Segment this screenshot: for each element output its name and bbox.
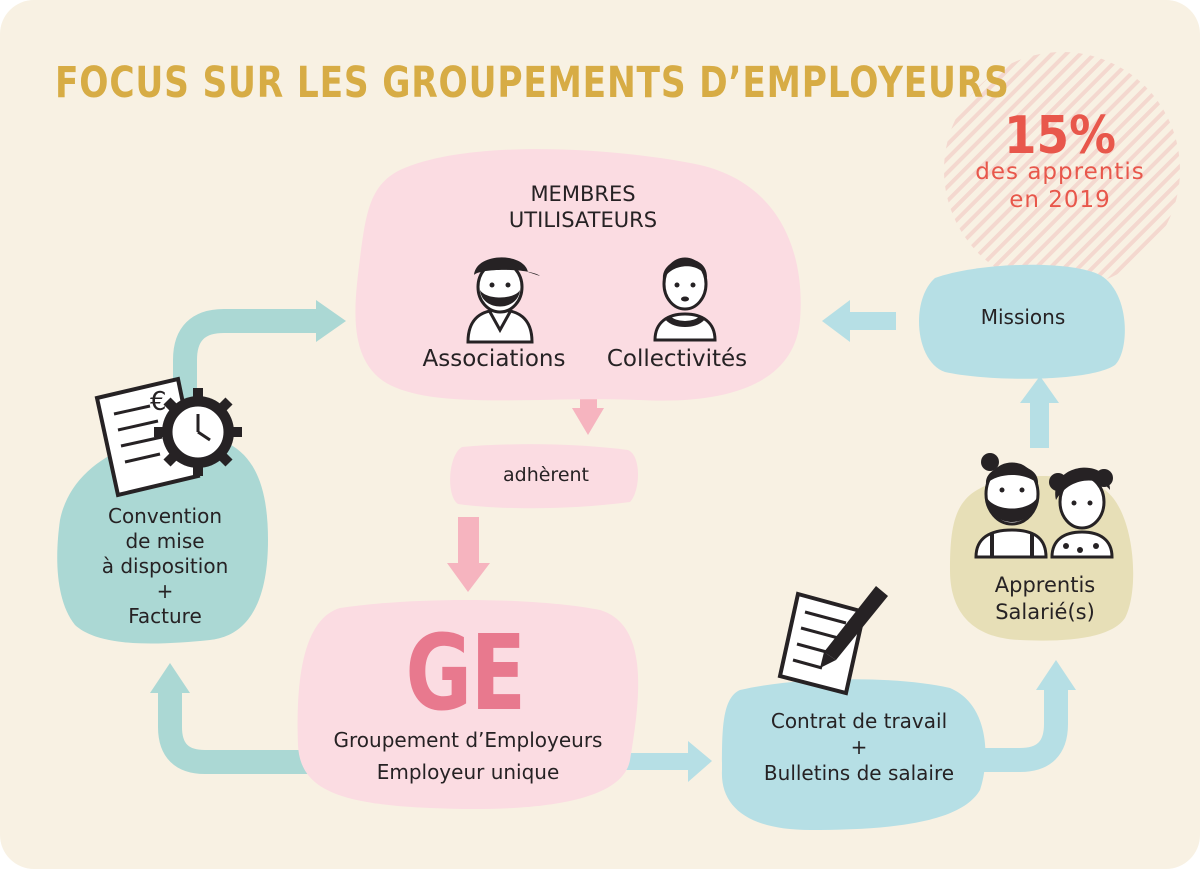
- contract-pen-icon: [777, 586, 888, 696]
- arrowhead-up-missions: [1020, 376, 1059, 403]
- arrowhead-down-adherent: [572, 408, 604, 435]
- document-clock-icon: €: [94, 376, 242, 498]
- arrow-missions-to-members: [848, 312, 896, 330]
- stat-text-line1: des apprentis: [975, 159, 1145, 185]
- associations-label: Associations: [422, 346, 566, 372]
- page-title: FOCUS SUR LES GROUPEMENTS D’EMPLOYEURS: [55, 58, 1010, 108]
- apprentis-line1: Apprentis: [994, 573, 1096, 597]
- arrowhead-up-convention: [150, 663, 190, 693]
- woman-short-hair-avatar-icon: [653, 257, 717, 342]
- members-heading-line2: UTILISATEURS: [508, 208, 658, 232]
- arrow-ge-to-contrat: [620, 753, 690, 770]
- ge-description: Groupement d’Employeurs Employeur unique: [300, 724, 636, 788]
- missions-label: Missions: [980, 305, 1066, 329]
- ge-blob: [297, 599, 639, 810]
- arrowhead-down-ge: [447, 563, 490, 592]
- adherent-blob: [450, 444, 638, 509]
- arrow-convention-to-members: [173, 309, 318, 400]
- man-cap-avatar-icon: [466, 257, 540, 344]
- contrat-line1: Contrat de travail: [770, 709, 948, 733]
- convention-line4: Facture: [128, 604, 202, 628]
- convention-plus: +: [156, 579, 174, 603]
- missions-blob: [918, 264, 1125, 379]
- convention-line2: de mise: [125, 529, 205, 553]
- members-heading: MEMBRES UTILISATEURS: [470, 181, 696, 233]
- ge-line2: Employeur unique: [376, 760, 560, 784]
- ge-abbreviation: GE: [405, 612, 526, 734]
- contrat-label: Contrat de travail + Bulletins de salair…: [730, 708, 988, 786]
- apprentis-line2: Salarié(s): [995, 600, 1095, 624]
- convention-line1: Convention: [107, 504, 222, 528]
- stat-description: des apprentis en 2019: [948, 158, 1172, 214]
- arrowhead-right-contrat: [688, 741, 712, 782]
- collectivites-label: Collectivités: [606, 346, 748, 372]
- convention-blob: [57, 434, 268, 644]
- man-beard-avatar-icon: [974, 453, 1048, 559]
- arrow-contrat-to-apprentis: [975, 688, 1068, 772]
- members-heading-line1: MEMBRES: [530, 182, 636, 206]
- convention-line3: à disposition: [101, 554, 229, 578]
- contrat-blob: [721, 679, 986, 830]
- convention-label: Convention de mise à disposition + Factu…: [70, 504, 260, 629]
- contrat-line2: Bulletins de salaire: [763, 761, 955, 785]
- svg-text:€: €: [150, 387, 167, 417]
- woman-curly-hair-avatar-icon: [1049, 467, 1114, 559]
- stat-percentage: 15%: [1003, 106, 1117, 166]
- arrowhead-right-members: [316, 300, 346, 342]
- contrat-plus: +: [850, 735, 868, 759]
- apprentis-label: Apprentis Salarié(s): [960, 572, 1130, 626]
- arrow-apprentis-to-missions: [1030, 400, 1049, 448]
- arrow-adherent-to-ge: [458, 517, 479, 565]
- arrow-ge-to-convention: [158, 690, 310, 774]
- stat-text-line2: en 2019: [1009, 187, 1111, 213]
- stat-striped-circle: [944, 52, 1180, 288]
- arrowhead-left-members: [822, 300, 850, 342]
- ge-line1: Groupement d’Employeurs: [333, 728, 603, 752]
- arrowhead-up-apprentis: [1036, 660, 1076, 690]
- adherent-label: adhèrent: [502, 464, 589, 486]
